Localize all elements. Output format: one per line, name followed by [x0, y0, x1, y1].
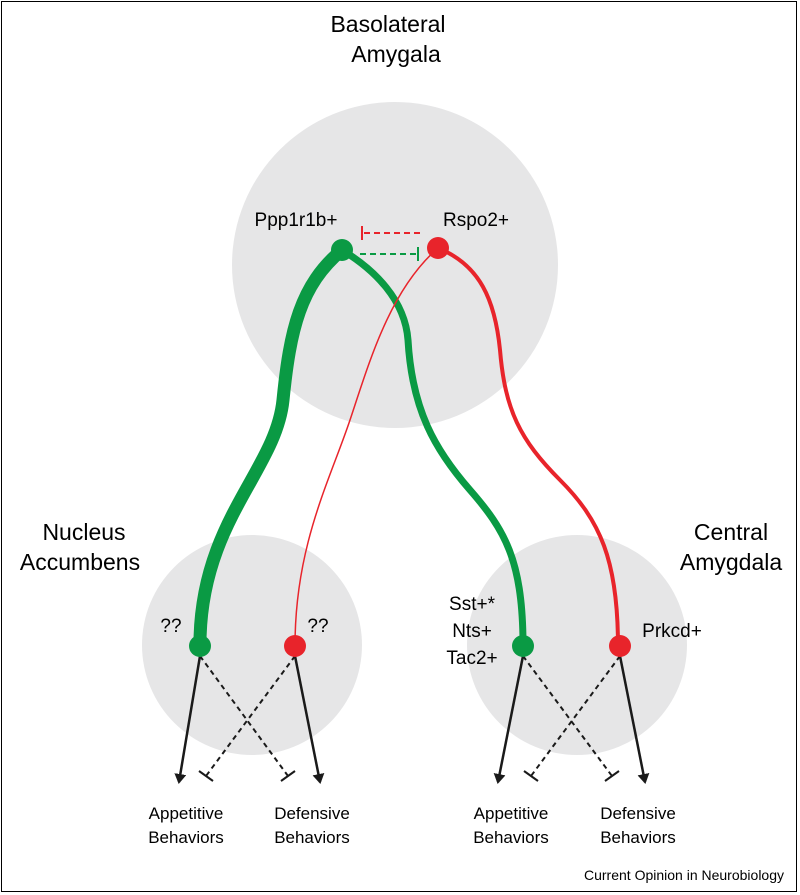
cea-defensive-label-line2: Behaviors: [600, 828, 676, 847]
nac-green-to-defensive-inhibition: [199, 655, 289, 777]
nac-green-to-appetitive-arrow: [174, 655, 202, 784]
cea-region: [467, 535, 687, 755]
cea-green-inhibition-bar: [604, 770, 620, 782]
cea-red-label: Prkcd+: [642, 621, 702, 642]
cea-green-label-line2: Nts+: [452, 621, 492, 642]
nac-red-inhibition-bar: [198, 770, 214, 782]
cea-appetitive-label-line2: Behaviors: [473, 828, 549, 847]
cea-red-to-defensive-arrow: [618, 655, 650, 784]
nac-red-to-appetitive-inhibition: [205, 655, 296, 777]
cea-label-line1: Central: [694, 519, 768, 545]
nac-region: [142, 535, 362, 755]
ppp1r1b-to-nac-projection: [193, 243, 349, 647]
ppp1r1b-to-cea-projection: [338, 246, 527, 644]
cea-green-to-appetitive-arrow: [493, 655, 525, 784]
journal-credit: Current Opinion in Neurobiology: [584, 867, 784, 883]
nac-green-unknown-label: ??: [160, 616, 181, 637]
ppp1r1b-label: Ppp1r1b+: [255, 210, 338, 231]
nac-green-inhibition-bar: [280, 770, 296, 782]
ppp1r1b-cell: [331, 239, 353, 261]
nac-green-cell: [189, 635, 211, 657]
nac-red-to-defensive-arrow: [293, 655, 325, 784]
cea-red-cell: [609, 635, 631, 657]
cea-green-to-defensive-inhibition: [522, 655, 613, 777]
nac-label-line2: Accumbens: [20, 549, 140, 575]
rspo2-to-nac-projection: [294, 247, 439, 647]
cea-defensive-label-line1: Defensive: [600, 804, 676, 823]
bla-label-line2: Amygala: [351, 41, 441, 67]
rspo2-to-cea-projection: [436, 246, 620, 648]
cea-red-inhibition-bar: [523, 770, 539, 782]
cea-red-to-appetitive-inhibition: [530, 655, 621, 777]
cea-label-line2: Amygdala: [680, 549, 782, 575]
bla-mutual-inhibition: [360, 226, 420, 261]
bla-label-line1: Basolateral: [330, 11, 445, 37]
cea-appetitive-label-line1: Appetitive: [474, 804, 549, 823]
bla-region: [232, 102, 558, 428]
cea-green-cell: [512, 635, 534, 657]
nac-red-unknown-label: ??: [307, 616, 328, 637]
nac-defensive-label-line2: Behaviors: [274, 828, 350, 847]
nac-label-line1: Nucleus: [42, 519, 125, 545]
rspo2-cell: [427, 237, 449, 259]
cea-green-label-line3: Tac2+: [446, 648, 497, 669]
nac-appetitive-label-line2: Behaviors: [148, 828, 224, 847]
nac-defensive-label-line1: Defensive: [274, 804, 350, 823]
rspo2-label: Rspo2+: [443, 210, 509, 231]
nac-appetitive-label-line1: Appetitive: [149, 804, 224, 823]
cea-green-label-line1: Sst+*: [449, 594, 496, 615]
nac-red-cell: [284, 635, 306, 657]
